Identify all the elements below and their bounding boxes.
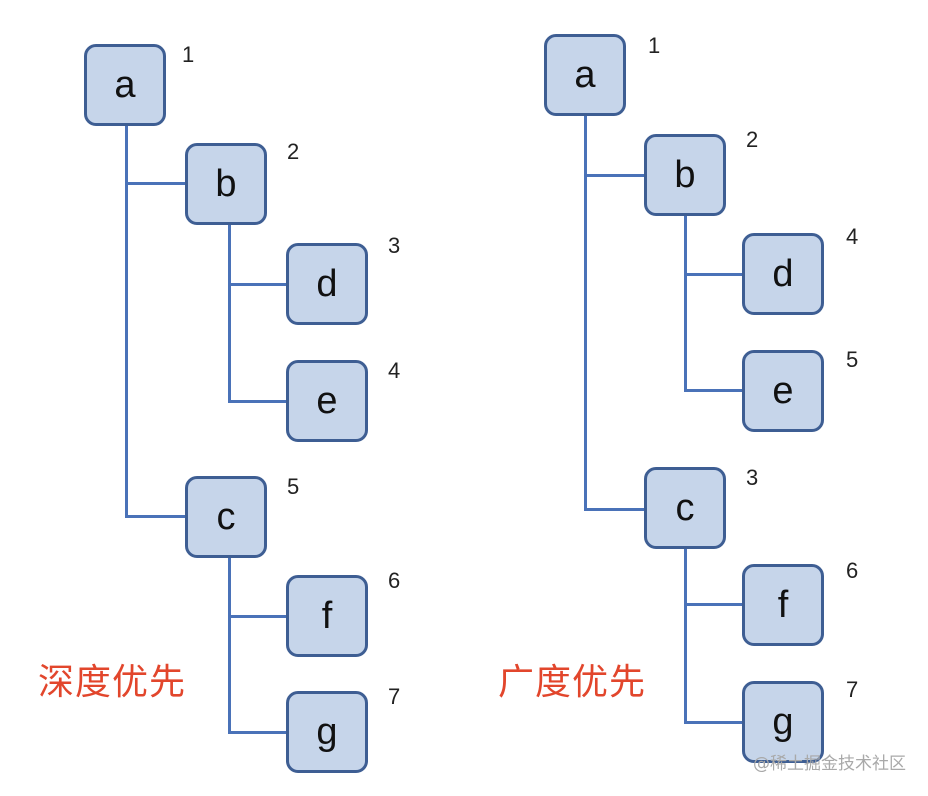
connector [125,182,185,185]
tree-node-e: e [742,350,824,432]
connector [125,126,128,517]
connector [584,116,587,510]
tree-node-d: d [286,243,368,325]
tree-node-a: a [84,44,166,126]
tree-node-g: g [742,681,824,763]
visit-order-d: 4 [846,224,859,249]
tree-node-g: g [286,691,368,773]
connector [228,400,286,403]
tree-node-c: c [185,476,267,558]
visit-order-b: 2 [287,139,300,164]
connector [228,283,286,286]
visit-order-c: 5 [287,474,300,499]
tree-node-b: b [644,134,726,216]
connector [684,603,742,606]
tree-node-f: f [742,564,824,646]
connector [228,225,231,402]
visit-order-e: 5 [846,347,859,372]
connector [684,389,742,392]
dfs-caption: 深度优先 [38,662,187,703]
connector [684,273,742,276]
visit-order-c: 3 [746,465,759,490]
connector [125,515,185,518]
visit-order-a: 1 [648,33,661,58]
bfs-caption: 广度优先 [498,662,647,703]
visit-order-g: 7 [846,677,859,702]
tree-node-d: d [742,233,824,315]
tree-node-b: b [185,143,267,225]
tree-node-f: f [286,575,368,657]
visit-order-b: 2 [746,127,759,152]
connector [228,557,231,733]
tree-node-c: c [644,467,726,549]
connector [684,721,742,724]
visit-order-g: 7 [388,684,401,709]
visit-order-a: 1 [182,42,195,67]
visit-order-e: 4 [388,358,401,383]
connector [584,174,644,177]
visit-order-d: 3 [388,233,401,258]
connector [228,615,286,618]
connector [584,508,644,511]
tree-node-a: a [544,34,626,116]
tree-node-e: e [286,360,368,442]
connector [684,548,687,723]
connector [228,731,286,734]
watermark: @稀土掘金技术社区 [753,754,906,774]
visit-order-f: 6 [846,558,859,583]
connector [684,215,687,391]
visit-order-f: 6 [388,568,401,593]
